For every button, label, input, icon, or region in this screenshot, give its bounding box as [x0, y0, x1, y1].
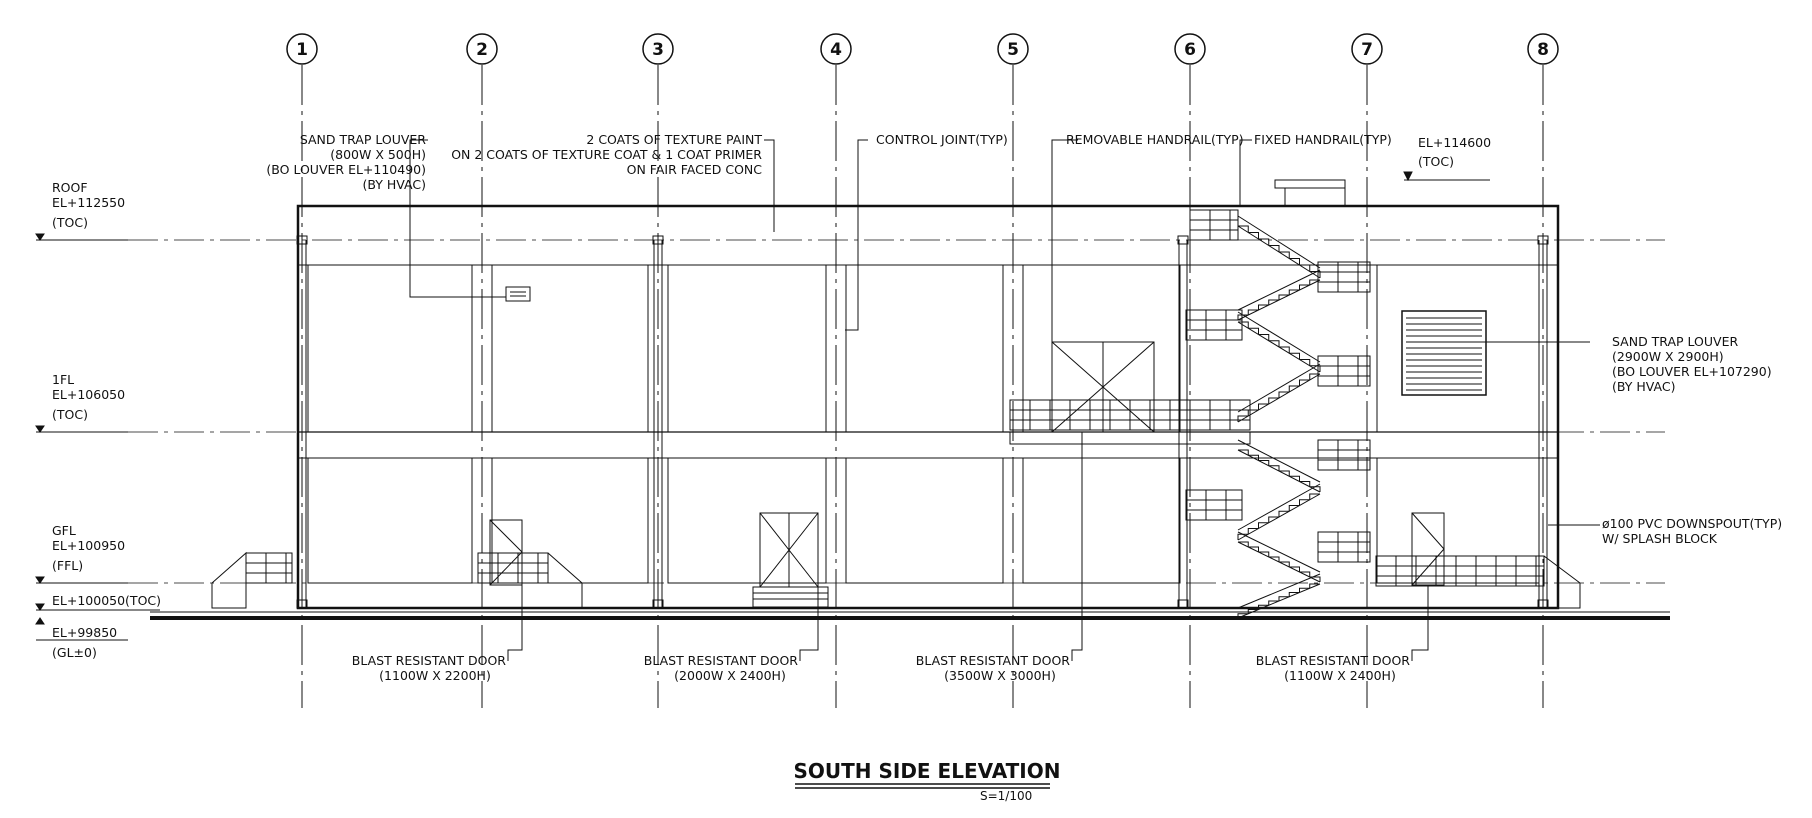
building-outline: [150, 179, 1670, 620]
louver-small-line4: (BY HVAC): [363, 177, 426, 192]
small-louver: [505, 286, 531, 302]
top-level-ref: (TOC): [1418, 154, 1454, 169]
grade-level-ref: (GL±0): [52, 645, 97, 660]
grid-bubble-label: 3: [652, 40, 664, 60]
first-level-name: 1FL: [52, 372, 74, 387]
columns: [296, 235, 1549, 609]
grid-bubble-label: 7: [1361, 40, 1373, 60]
control-joint-note: CONTROL JOINT(TYP): [876, 132, 1008, 147]
toc-level-el: EL+100050(TOC): [52, 593, 161, 608]
paint-line1: 2 COATS OF TEXTURE PAINT: [586, 132, 762, 147]
louver-large-line4: (BY HVAC): [1612, 379, 1675, 394]
level-markers: [35, 171, 1490, 641]
door3-line1: BLAST RESISTANT DOOR: [916, 653, 1071, 668]
removable-handrail-note: REMOVABLE HANDRAIL(TYP): [1066, 132, 1244, 147]
downspout-line1: ø100 PVC DOWNSPOUT(TYP): [1602, 516, 1782, 531]
grid-line-5: 5: [997, 33, 1029, 708]
door2-line1: BLAST RESISTANT DOOR: [644, 653, 799, 668]
louver-small-line2: (800W X 500H): [330, 147, 426, 162]
grid-bubble-label: 4: [830, 40, 842, 60]
door-4: [1411, 512, 1445, 586]
louver-small-line1: SAND TRAP LOUVER: [300, 132, 426, 147]
first-level-el: EL+106050: [52, 387, 125, 402]
ground-level-el: EL+100950: [52, 538, 125, 553]
downspout-line2: W/ SPLASH BLOCK: [1602, 531, 1718, 546]
louver-small-line3: (BO LOUVER EL+110490): [266, 162, 426, 177]
large-louver: [1401, 310, 1487, 396]
paint-line2: ON 2 COATS OF TEXTURE COAT & 1 COAT PRIM…: [451, 147, 762, 162]
drawing-title: SOUTH SIDE ELEVATION: [793, 759, 1060, 783]
grid-line-1: 1: [286, 33, 318, 708]
louver-large-line1: SAND TRAP LOUVER: [1612, 334, 1738, 349]
grid-bubble-label: 6: [1184, 40, 1196, 60]
roof-level-el: EL+112550: [52, 195, 125, 210]
door4-line1: BLAST RESISTANT DOOR: [1256, 653, 1411, 668]
ground-level-ref: (FFL): [52, 558, 83, 573]
door2-line2: (2000W X 2400H): [674, 668, 786, 683]
title-underline: [795, 783, 1050, 789]
door-2: [752, 512, 829, 608]
ground-level-name: GFL: [52, 523, 76, 538]
top-level-el: EL+114600: [1418, 135, 1491, 150]
door-3: [1051, 341, 1155, 433]
wall-panels: [307, 264, 1540, 584]
grid-lines: 1 2 3 4 5 6 7 8: [286, 33, 1559, 708]
grid-line-4: 4: [820, 33, 852, 708]
grade-level-el: EL+99850: [52, 625, 117, 640]
door1-line1: BLAST RESISTANT DOOR: [352, 653, 507, 668]
grid-line-6: 6: [1174, 33, 1206, 708]
door1-line2: (1100W X 2200H): [379, 668, 491, 683]
door4-line2: (1100W X 2400H): [1284, 668, 1396, 683]
grid-line-2: 2: [466, 33, 498, 708]
grid-line-3: 3: [642, 33, 674, 708]
grid-line-7: 7: [1351, 33, 1383, 708]
leader-lines: [409, 139, 1600, 661]
door3-line2: (3500W X 3000H): [944, 668, 1056, 683]
drawing-scale: S=1/100: [980, 789, 1032, 803]
roof-level-ref: (TOC): [52, 215, 88, 230]
handrails: [211, 209, 1581, 609]
grid-bubble-label: 1: [296, 40, 308, 60]
grid-bubble-label: 2: [476, 40, 488, 60]
grid-bubble-label: 5: [1007, 40, 1019, 60]
external-staircase: [1237, 215, 1321, 619]
first-level-ref: (TOC): [52, 407, 88, 422]
grid-line-8: 8: [1527, 33, 1559, 708]
fixed-handrail-note: FIXED HANDRAIL(TYP): [1254, 132, 1392, 147]
louver-large-line2: (2900W X 2900H): [1612, 349, 1724, 364]
level-lines: [128, 239, 1665, 584]
roof-level-name: ROOF: [52, 180, 88, 195]
paint-line3: ON FAIR FACED CONC: [627, 162, 763, 177]
labels: ROOF EL+112550 (TOC) 1FL EL+106050 (TOC)…: [52, 132, 1782, 803]
louver-large-line3: (BO LOUVER EL+107290): [1612, 364, 1772, 379]
grid-bubble-label: 8: [1537, 40, 1549, 60]
